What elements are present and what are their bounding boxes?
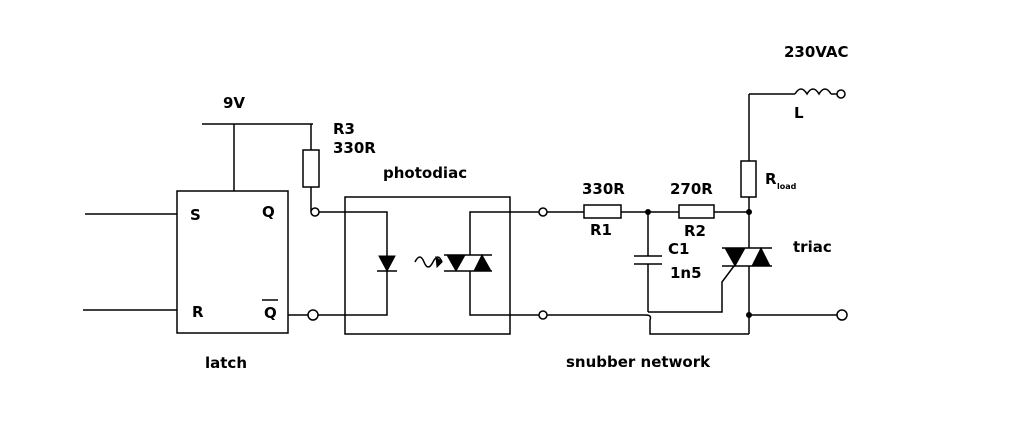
supply-9v-label: 9V — [223, 94, 245, 112]
triac: triac — [648, 212, 832, 334]
latch-block: S R Q Q latch — [83, 190, 289, 372]
r3-name-label: R3 — [333, 120, 355, 138]
photodiac-label: photodiac — [383, 164, 467, 182]
inductor-label: L — [794, 104, 804, 122]
r3-resistor — [302, 149, 320, 188]
rload-subscript: load — [777, 182, 797, 191]
neutral-return-wire — [547, 314, 749, 335]
r2-value-label: 270R — [670, 180, 713, 198]
mains-live-terminal — [836, 89, 846, 99]
qbar-output-terminal — [307, 309, 319, 321]
diac-bottom-wire — [469, 271, 543, 316]
c1-value-label: 1n5 — [670, 264, 702, 282]
latch-body — [176, 190, 289, 334]
rload-label: R — [765, 170, 777, 188]
r1-resistor — [583, 204, 622, 219]
led-diode-icon — [378, 255, 396, 273]
triac-label: triac — [793, 238, 832, 256]
load-and-mains: 230VAC L R load — [740, 43, 849, 321]
r1-name-label: R1 — [590, 221, 612, 239]
latch-label: latch — [205, 354, 247, 372]
light-arrow-icon — [435, 255, 443, 269]
led-anode-wire — [345, 211, 388, 256]
latch-q-label: Q — [262, 203, 275, 221]
diac-bottom-terminal — [538, 310, 548, 320]
latch-s-label: S — [190, 206, 201, 224]
c1-name-label: C1 — [668, 240, 689, 258]
snubber-network: 330R R1 270R R2 C1 1n5 snubber network — [547, 180, 749, 371]
diac-left-triangle-icon — [446, 254, 466, 273]
led-cathode-wire — [345, 271, 388, 316]
load-resistor — [740, 160, 757, 198]
mains-neutral-terminal — [836, 309, 848, 321]
snubber-label: snubber network — [566, 353, 711, 371]
diac-top-terminal — [538, 207, 548, 217]
triac-right-triangle-icon — [751, 246, 771, 267]
latch-qbar-label: Q — [264, 304, 277, 322]
inductor-coil-icon — [794, 88, 832, 96]
triac-left-triangle-icon — [724, 247, 746, 268]
r3-value-label: 330R — [333, 139, 376, 157]
triac-gate-wire — [648, 265, 735, 313]
load-triac-junction — [746, 209, 752, 215]
light-emission-icon — [414, 256, 443, 268]
r2-resistor — [678, 204, 715, 219]
neutral-junction — [746, 312, 752, 318]
mains-label: 230VAC — [784, 43, 849, 61]
q-output-terminal — [310, 207, 320, 217]
r2-name-label: R2 — [684, 222, 706, 240]
r1-value-label: 330R — [582, 180, 625, 198]
diac-top-wire — [469, 211, 543, 255]
photodiac-block: photodiac — [344, 164, 543, 335]
dc-supply: 9V R3 330R — [202, 94, 376, 212]
latch-r-label: R — [192, 303, 204, 321]
